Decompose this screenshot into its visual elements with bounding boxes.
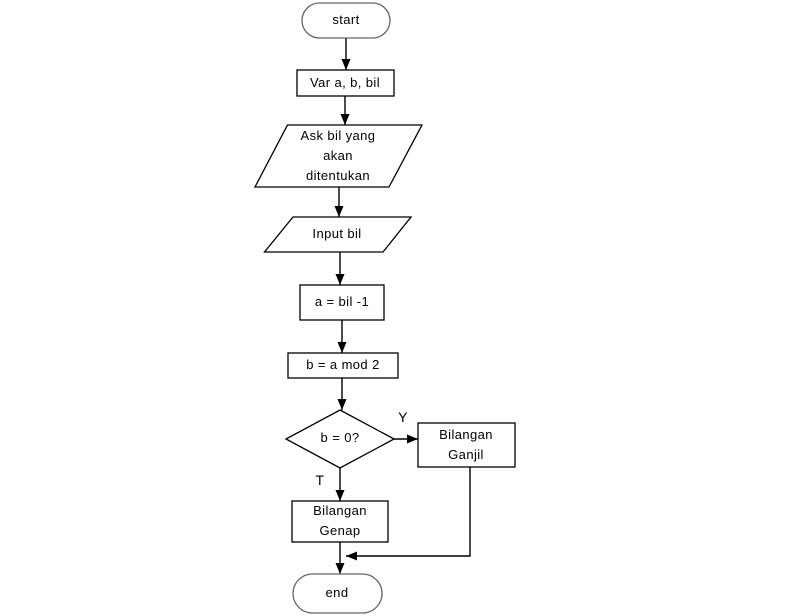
node-odd-process <box>417 422 516 468</box>
decision-label: b = 0? <box>320 430 360 445</box>
odd-label-line2: Ganjil <box>448 447 484 462</box>
start-label: start <box>332 12 360 27</box>
even-label: Bilangan Genap <box>313 501 367 541</box>
ask-label-line3: ditentukan <box>306 168 370 183</box>
node-even-process <box>291 500 389 543</box>
edge-label-no: T <box>315 472 325 488</box>
odd-label: Bilangan Ganjil <box>439 425 493 465</box>
node-start-terminator <box>301 2 391 39</box>
ask-label-line1: Ask bil yang <box>300 128 376 143</box>
odd-label-line1: Bilangan <box>439 427 493 442</box>
node-ask-parallelogram <box>253 124 424 188</box>
node-declare-process <box>296 69 395 97</box>
assign-a-label: a = bil -1 <box>314 294 370 309</box>
node-end-terminator <box>292 573 383 614</box>
even-label-line1: Bilangan <box>313 503 367 518</box>
end-label: end <box>325 585 349 600</box>
ask-label: Ask bil yang akan ditentukan <box>301 126 376 186</box>
even-label-line2: Genap <box>319 523 361 538</box>
edge-label-yes: Y <box>398 409 408 425</box>
node-decision-diamond <box>284 409 396 469</box>
ask-label-line2: akan <box>323 148 353 163</box>
node-input-parallelogram <box>263 216 413 253</box>
declare-label: Var a, b, bil <box>310 75 380 90</box>
input-label: Input bil <box>312 226 362 241</box>
node-assign-a-process <box>299 284 385 321</box>
node-assign-b-process <box>287 352 399 379</box>
edge-odd-to-merge <box>346 467 471 561</box>
assign-b-label: b = a mod 2 <box>306 357 380 372</box>
